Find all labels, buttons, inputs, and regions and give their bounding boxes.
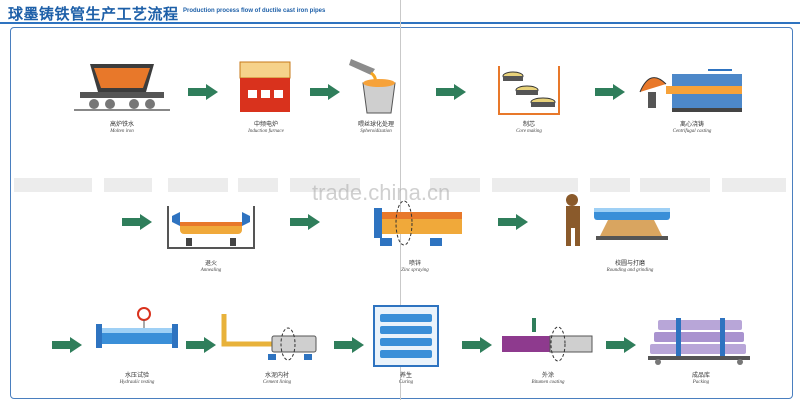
cement-lining-icon <box>221 314 317 361</box>
core-discs-icon <box>498 66 560 115</box>
annealing-furnace-icon <box>167 206 255 249</box>
diagram-frame <box>10 27 793 399</box>
page-subtitle: Production process flow of ductile cast … <box>183 8 326 14</box>
stitch-strip <box>0 174 800 196</box>
ladle-cart-icon <box>74 64 170 111</box>
pouring-ladle-icon <box>349 59 396 114</box>
furnace-icon <box>239 61 291 112</box>
coating-icon <box>502 318 593 362</box>
flow-arrow <box>290 214 320 230</box>
flow-arrow <box>122 214 152 230</box>
image-seam <box>400 0 401 400</box>
flow-arrow <box>462 337 492 353</box>
flow-arrow <box>310 84 340 100</box>
flow-arrow <box>186 337 216 353</box>
watermark-text: trade.china.cn <box>312 180 451 205</box>
flow-arrow <box>606 337 636 353</box>
grinding-worker-icon <box>566 194 670 246</box>
zinc-spray-icon <box>374 200 462 246</box>
centrifugal-machine-icon <box>639 69 742 112</box>
flow-arrow <box>52 337 82 353</box>
packed-pipes-icon <box>648 318 750 365</box>
flow-arrow <box>595 84 625 100</box>
flow-arrow <box>498 214 528 230</box>
curing-rack-icon <box>373 305 439 367</box>
pressure-gauge-pipe-icon <box>96 307 178 348</box>
page-title: 球墨铸铁管生产工艺流程 <box>8 5 179 23</box>
flow-arrow <box>334 337 364 353</box>
flow-arrow <box>188 84 218 100</box>
flow-arrow <box>436 84 466 100</box>
